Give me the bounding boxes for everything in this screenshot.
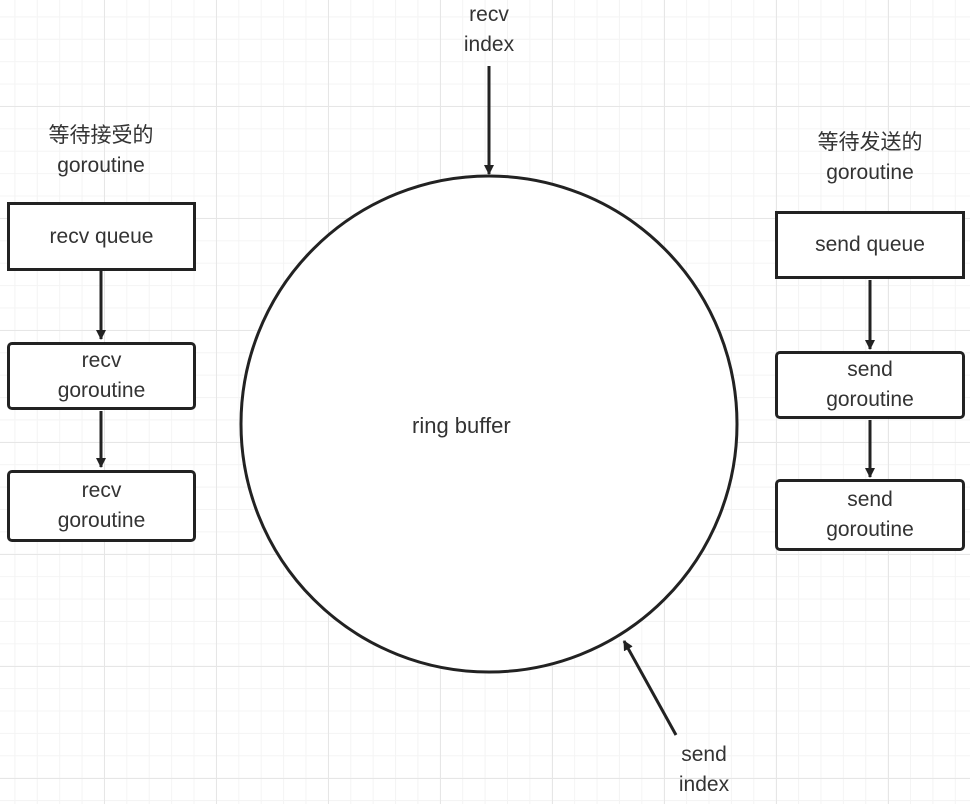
recv-goroutine-1-line2: goroutine (57, 379, 146, 402)
recv-index-line1: recv (469, 3, 509, 26)
recv-goroutine-2-line2: goroutine (57, 509, 146, 532)
send-index-label: send index (664, 740, 744, 800)
recv-waiting-caption-line2: goroutine (57, 154, 145, 177)
recv-waiting-caption-line1: 等待接受的 (48, 124, 154, 147)
recv-goroutine-box-2: recv goroutine (7, 470, 196, 542)
send-goroutine-box-1: send goroutine (775, 351, 965, 419)
send-goroutine-1-line2: goroutine (826, 388, 914, 411)
send-waiting-caption-line1: 等待发送的 (817, 131, 923, 154)
send-queue-box: send queue (775, 211, 965, 279)
recv-goroutine-box-1: recv goroutine (7, 342, 196, 410)
recv-index-label: recv index (449, 0, 529, 60)
send-goroutine-2-line2: goroutine (826, 518, 914, 541)
send-queue-label: send queue (815, 233, 925, 256)
recv-goroutine-1-line1: recv (81, 349, 122, 372)
ring-buffer-label: ring buffer (412, 413, 511, 438)
send-index-arrow (622, 640, 678, 736)
recv-queue-box: recv queue (7, 202, 196, 271)
send-goroutine-box-2: send goroutine (775, 479, 965, 551)
recv-queue-label: recv queue (49, 224, 154, 248)
send-goroutine-2-line1: send (847, 488, 893, 511)
send-index-line1: send (681, 743, 727, 766)
recv-waiting-caption: 等待接受的 goroutine (12, 121, 190, 181)
send-waiting-caption: 等待发送的 goroutine (780, 128, 960, 188)
ring-buffer-circle (239, 174, 739, 674)
send-goroutine-1-line1: send (847, 358, 893, 381)
recv-goroutine-2-line1: recv (81, 479, 122, 502)
send-index-line2: index (678, 773, 730, 796)
send-waiting-caption-line2: goroutine (826, 161, 914, 184)
recv-index-line2: index (463, 33, 515, 56)
